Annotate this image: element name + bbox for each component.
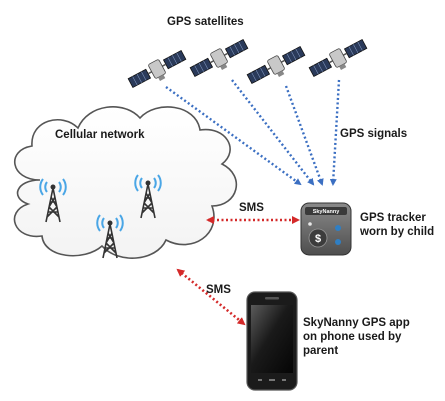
tracker-description-line: worn by child	[360, 226, 435, 238]
gps-tracker-icon: SkyNanny $	[300, 202, 352, 256]
cellular-network-label: Cellular network	[55, 129, 145, 141]
sms-label-phone: SMS	[206, 284, 231, 296]
gps-signal-arrow	[329, 79, 341, 186]
app-description-line: parent	[303, 345, 339, 357]
satellite-icon	[189, 38, 249, 78]
cell-tower-icon	[39, 178, 67, 223]
gps-signals-label: GPS signals	[340, 128, 408, 140]
smartphone-icon	[246, 291, 298, 391]
satellite-icon	[246, 45, 306, 85]
gps-signal-arrows	[165, 79, 341, 186]
cell-tower-icon	[96, 214, 124, 259]
gps-signal-arrow	[165, 86, 302, 186]
tracker-brand-text: SkyNanny	[313, 209, 341, 215]
sms-label-tracker: SMS	[239, 202, 264, 214]
app-description: SkyNanny GPS app on phone used by parent	[303, 316, 410, 358]
gps-signal-arrow	[284, 85, 324, 186]
satellite-icon	[127, 49, 187, 89]
sms-arrow-phone	[176, 268, 246, 326]
svg-text:$: $	[315, 233, 321, 245]
tracker-description-line: GPS tracker	[360, 212, 426, 224]
cell-tower-icon	[134, 174, 162, 219]
tracker-description: GPS tracker worn by child	[360, 211, 434, 239]
gps-signal-arrow	[231, 79, 315, 186]
app-description-line: SkyNanny GPS app	[303, 317, 410, 329]
satellite-icon	[308, 38, 368, 78]
cloud-icon	[13, 106, 238, 259]
gps-satellites-label: GPS satellites	[167, 16, 244, 28]
app-description-line: on phone used by	[303, 331, 402, 343]
